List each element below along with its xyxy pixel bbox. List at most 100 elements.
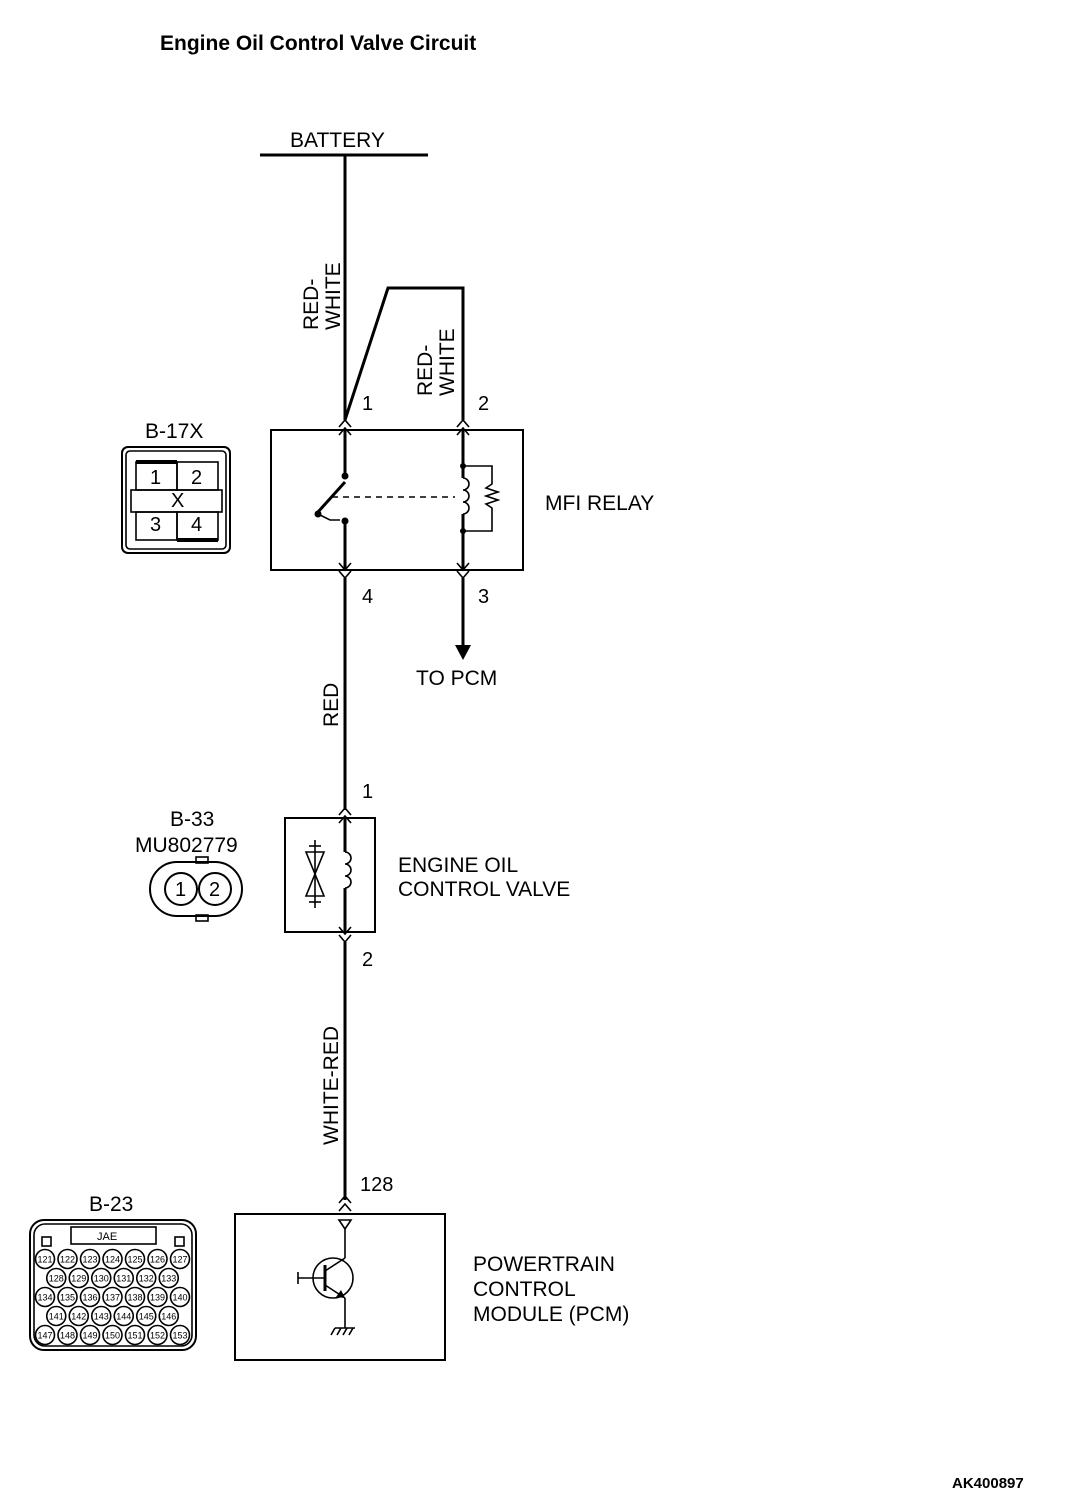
pcm-connector-pin: 127 bbox=[172, 1255, 187, 1265]
chevron-icon bbox=[338, 934, 352, 944]
valve-symbol bbox=[304, 840, 326, 908]
relay-pin-2: 2 bbox=[478, 393, 489, 415]
relay-connector-mark: X bbox=[171, 490, 184, 512]
pcm-connector-cavity bbox=[124, 1324, 146, 1346]
pcm-connector-cavity bbox=[90, 1267, 112, 1289]
pcm-box bbox=[234, 1213, 446, 1361]
pcm-connector-pin: 133 bbox=[161, 1274, 176, 1284]
chevron-icon bbox=[338, 806, 352, 816]
wire-label-red-white-1: RED- WHITE bbox=[300, 262, 345, 330]
battery-label: BATTERY bbox=[290, 129, 385, 152]
pcm-connector-pin: 135 bbox=[60, 1293, 75, 1303]
chevron-icon bbox=[338, 418, 352, 428]
pcm-input-icon bbox=[337, 1219, 353, 1231]
arrow-down-icon bbox=[455, 645, 471, 660]
wire-label-white-red-text: WHITE-RED bbox=[320, 1026, 343, 1145]
pcm-connector-pin: 143 bbox=[94, 1312, 109, 1322]
wire-battery-relay-branch bbox=[343, 286, 465, 421]
wire-label-red: RED bbox=[320, 683, 343, 727]
chevron-icon bbox=[338, 926, 352, 936]
relay-switch-arm bbox=[316, 480, 347, 514]
relay-pin-3: 3 bbox=[478, 586, 489, 608]
pcm-connector-pin: 145 bbox=[139, 1312, 154, 1322]
diagram-title: Engine Oil Control Valve Circuit bbox=[160, 32, 476, 55]
pcm-connector-pin: 144 bbox=[116, 1312, 131, 1322]
pcm-connector-pin: 147 bbox=[37, 1331, 52, 1341]
pcm-connector-inner bbox=[33, 1223, 193, 1347]
pcm-connector-cavity bbox=[113, 1267, 135, 1289]
relay-pin-1: 1 bbox=[362, 393, 373, 415]
pcm-connector-cavity bbox=[45, 1305, 67, 1327]
pcm-connector-pin: 141 bbox=[49, 1312, 64, 1322]
valve-part-number: MU802779 bbox=[135, 834, 238, 857]
pcm-connector-pin: 136 bbox=[82, 1293, 97, 1303]
relay-coil bbox=[462, 477, 470, 515]
pcm-connector-pin: 131 bbox=[116, 1274, 131, 1284]
transistor-arrow bbox=[336, 1290, 345, 1298]
pcm-connector-pin: 148 bbox=[60, 1331, 75, 1341]
chevron-icon bbox=[338, 1194, 352, 1204]
pcm-connector-pin: 130 bbox=[94, 1274, 109, 1284]
pcm-connector-pin: 138 bbox=[127, 1293, 142, 1303]
pcm-connector-cavity bbox=[169, 1286, 191, 1308]
pcm-connector-cavity bbox=[124, 1286, 146, 1308]
pcm-connector-cavity bbox=[57, 1286, 78, 1308]
wire-label-red-text: RED bbox=[320, 683, 343, 727]
pcm-connector-maker-box bbox=[70, 1226, 157, 1245]
pcm-connector-key bbox=[174, 1236, 185, 1247]
ground-icon bbox=[342, 1327, 348, 1336]
relay-connector-pin: 4 bbox=[191, 514, 202, 536]
figure-id: AK400897 bbox=[952, 1475, 1024, 1492]
pcm-connector-cavity bbox=[57, 1248, 78, 1270]
chevron-icon bbox=[456, 570, 470, 580]
ground-icon bbox=[348, 1327, 354, 1336]
chevron-icon bbox=[456, 426, 470, 436]
pcm-label-line3: MODULE (PCM) bbox=[473, 1303, 629, 1326]
valve-connector-id: B-33 bbox=[170, 808, 214, 831]
chevron-icon bbox=[338, 814, 352, 824]
relay-connector-pin: 2 bbox=[191, 467, 202, 489]
pcm-connector-pin: 140 bbox=[172, 1293, 187, 1303]
pcm-connector-cavity bbox=[147, 1324, 168, 1346]
valve-pin-2: 2 bbox=[362, 949, 373, 971]
pcm-connector-id: B-23 bbox=[89, 1193, 133, 1216]
valve-connector-pin: 2 bbox=[209, 879, 220, 901]
pcm-connector-cavity bbox=[68, 1305, 90, 1327]
pcm-connector-cavity bbox=[147, 1286, 168, 1308]
chevron-icon bbox=[338, 426, 352, 436]
wire-label-red-white-1-line1: RED- bbox=[300, 279, 323, 330]
pcm-connector-pin: 149 bbox=[82, 1331, 97, 1341]
mfi-relay-box bbox=[270, 429, 524, 571]
pcm-connector-pin: 150 bbox=[105, 1331, 120, 1341]
pcm-connector-cavity bbox=[135, 1305, 157, 1327]
pcm-connector-cavity bbox=[79, 1248, 101, 1270]
pcm-connector-cavity bbox=[79, 1286, 101, 1308]
mfi-relay-label: MFI RELAY bbox=[545, 492, 654, 515]
wire-label-red-white-2: RED- WHITE bbox=[414, 328, 459, 396]
pcm-connector-pin: 142 bbox=[71, 1312, 86, 1322]
pcm-connector-pin: 125 bbox=[127, 1255, 142, 1265]
relay-connector-outline bbox=[121, 446, 231, 554]
valve-connector-pin: 1 bbox=[175, 879, 186, 901]
chevron-icon bbox=[338, 570, 352, 580]
pcm-connector-cavity bbox=[135, 1267, 157, 1289]
relay-resistor bbox=[463, 465, 501, 532]
relay-connector-pin: 1 bbox=[150, 467, 161, 489]
transistor-collector bbox=[324, 1257, 346, 1272]
pcm-connector-pin: 151 bbox=[127, 1331, 142, 1341]
pcm-connector-pin: 152 bbox=[150, 1331, 165, 1341]
relay-pin-4: 4 bbox=[362, 586, 373, 608]
valve-label-line2: CONTROL VALVE bbox=[398, 878, 570, 901]
valve-connector-cavity bbox=[164, 872, 198, 906]
pcm-connector-outline bbox=[29, 1219, 197, 1351]
pcm-connector-cavity bbox=[158, 1305, 180, 1327]
ground-icon bbox=[330, 1327, 336, 1336]
pcm-connector-cavity bbox=[68, 1267, 90, 1289]
pcm-connector-pin: 126 bbox=[150, 1255, 165, 1265]
pcm-connector-pin: 146 bbox=[161, 1312, 176, 1322]
pcm-label-line2: CONTROL bbox=[473, 1278, 576, 1301]
pcm-connector-cavity bbox=[90, 1305, 112, 1327]
pcm-connector-pin: 123 bbox=[82, 1255, 97, 1265]
chevron-icon bbox=[456, 418, 470, 428]
